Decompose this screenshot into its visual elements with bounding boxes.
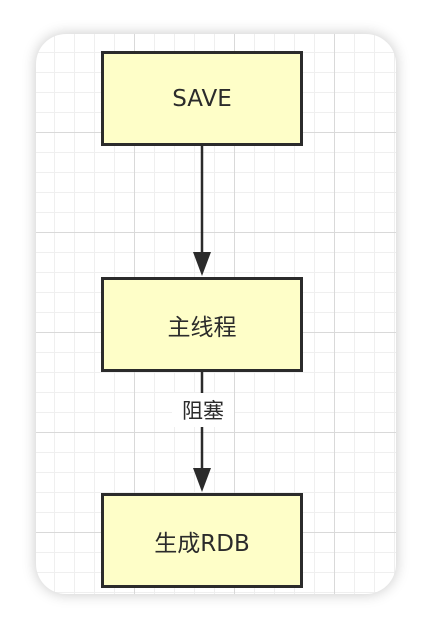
edge-save-to-main-thread — [193, 145, 211, 276]
node-save-label: SAVE — [172, 85, 232, 112]
node-main-thread-label: 主线程 — [167, 314, 237, 341]
edge-label-blocking: 阻塞 — [172, 393, 234, 427]
node-generate-rdb-label: 生成RDB — [154, 530, 250, 557]
arrowhead-icon — [193, 252, 211, 276]
node-save[interactable]: SAVE — [101, 51, 303, 146]
node-generate-rdb[interactable]: 生成RDB — [101, 493, 303, 588]
arrowhead-icon — [193, 468, 211, 492]
edge-main-thread-to-rdb — [193, 371, 211, 492]
node-main-thread[interactable]: 主线程 — [101, 277, 303, 372]
